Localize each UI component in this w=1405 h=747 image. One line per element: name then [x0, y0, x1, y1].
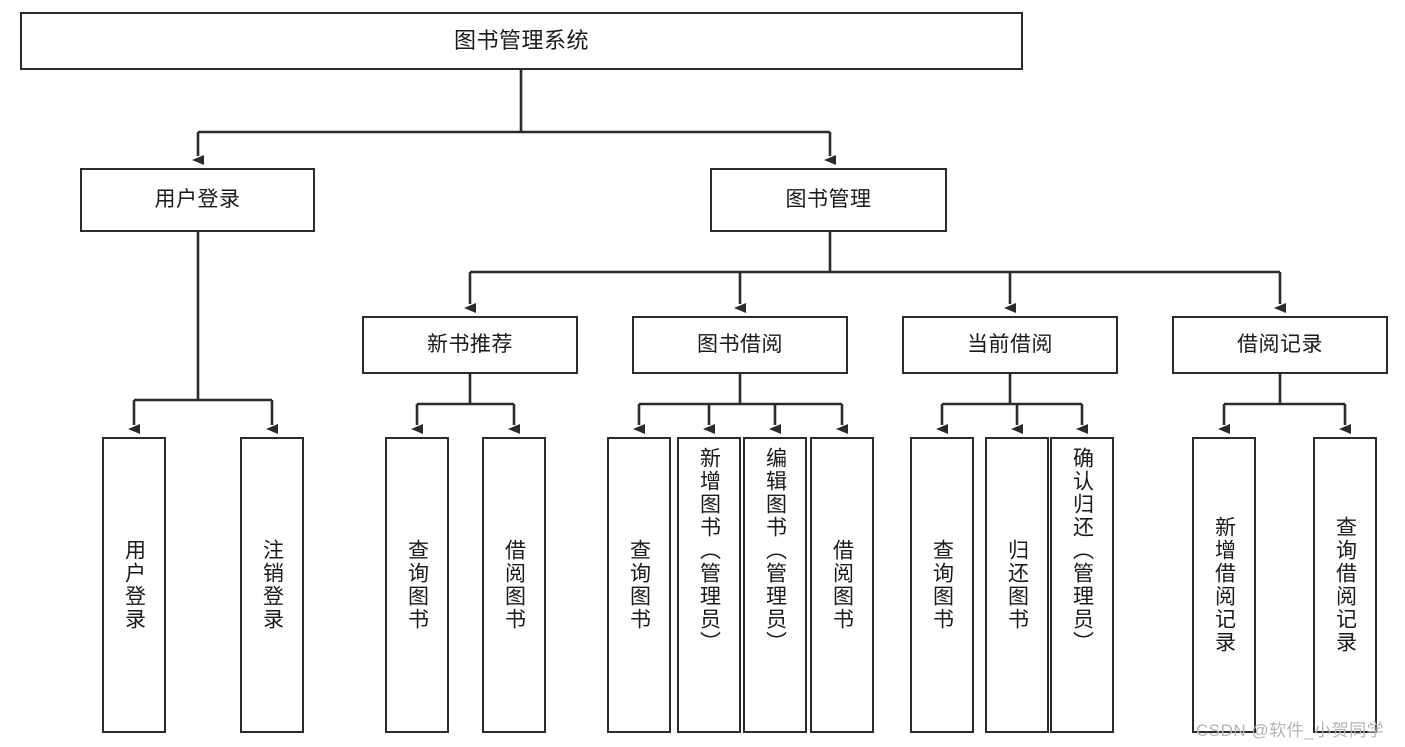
node-user-login[interactable]: 用户登录: [80, 168, 315, 232]
node-borrow-record[interactable]: 借阅记录: [1172, 316, 1388, 374]
node-new-book-recommend[interactable]: 新书推荐: [362, 316, 578, 374]
node-label: 新书推荐: [427, 333, 513, 357]
node-leaf-user-login[interactable]: 用户登录: [102, 437, 166, 733]
node-label: 借阅图书: [502, 539, 526, 631]
node-leaf-logout[interactable]: 注销登录: [240, 437, 304, 733]
node-book-borrow[interactable]: 图书借阅: [632, 316, 848, 374]
node-label: 编辑图书（管理员）: [763, 447, 787, 654]
node-leaf-confirm-return[interactable]: 确认归还（管理员）: [1050, 437, 1114, 733]
node-label: 查询图书: [405, 539, 429, 631]
node-label: 借阅图书: [830, 539, 854, 631]
watermark: CSDN @软件_小贺同学: [1196, 721, 1385, 740]
node-book-management[interactable]: 图书管理: [710, 168, 947, 232]
node-label: 借阅记录: [1237, 333, 1323, 357]
node-leaf-query-borrow-record[interactable]: 查询借阅记录: [1313, 437, 1377, 733]
node-label: 图书管理: [785, 188, 872, 212]
node-leaf-query-book-borrow[interactable]: 查询图书: [607, 437, 671, 733]
node-leaf-query-book-current[interactable]: 查询图书: [910, 437, 974, 733]
node-label: 注销登录: [260, 539, 284, 631]
node-label: 当前借阅: [967, 333, 1053, 357]
node-leaf-return-book[interactable]: 归还图书: [985, 437, 1049, 733]
node-label: 确认归还（管理员）: [1070, 447, 1094, 654]
node-leaf-borrow-book[interactable]: 借阅图书: [810, 437, 874, 733]
node-label: 查询借阅记录: [1333, 516, 1357, 654]
node-label: 归还图书: [1005, 539, 1029, 631]
node-leaf-edit-book[interactable]: 编辑图书（管理员）: [743, 437, 807, 733]
node-label: 图书管理系统: [453, 27, 589, 53]
node-leaf-borrow-book-recommend[interactable]: 借阅图书: [482, 437, 546, 733]
node-label: 查询图书: [930, 539, 954, 631]
node-label: 用户登录: [154, 188, 241, 212]
node-leaf-add-book[interactable]: 新增图书（管理员）: [677, 437, 741, 733]
node-label: 查询图书: [627, 539, 651, 631]
node-label: 用户登录: [122, 539, 146, 631]
node-leaf-add-borrow-record[interactable]: 新增借阅记录: [1192, 437, 1256, 733]
node-leaf-query-book-recommend[interactable]: 查询图书: [385, 437, 449, 733]
node-root-system[interactable]: 图书管理系统: [20, 12, 1023, 70]
node-label: 图书借阅: [697, 333, 783, 357]
node-label: 新增图书（管理员）: [697, 447, 721, 654]
node-current-borrow[interactable]: 当前借阅: [902, 316, 1118, 374]
node-label: 新增借阅记录: [1212, 516, 1236, 654]
